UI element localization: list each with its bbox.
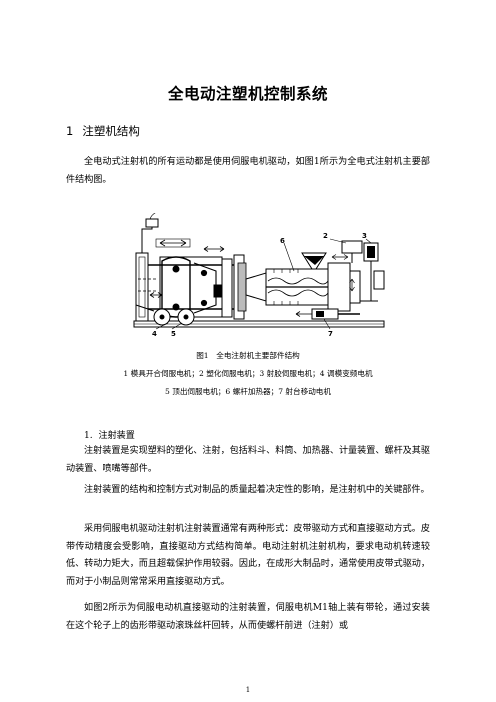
machine-structure-figure: 1 2 3 4 5 6 7 (133, 213, 385, 338)
section-title: 注塑机结构 (82, 124, 140, 138)
callout-4: 4 (152, 330, 157, 338)
callout-5: 5 (171, 330, 176, 338)
document-title: 全电动注塑机控制系统 (167, 85, 328, 103)
figure-legend-line-1: 1 模具开合伺服电机；2 塑化伺服电机；3 射胶伺服电机；4 调模变频电机 (123, 369, 373, 378)
toggle-frame (159, 256, 223, 318)
nozzle (245, 272, 267, 302)
callout-3: 3 (362, 232, 367, 240)
callout-6: 6 (280, 237, 285, 245)
subsection-title: 注射装置 (98, 431, 135, 441)
paragraph-2: 注射装置的结构和控制方式对制品的质量起着决定性的影响，是注射机中的关键部件。 (84, 485, 430, 495)
page-number: 1 (245, 686, 251, 694)
paragraph-1: 注射装置是实现塑料的塑化、注射，包括料斗、料筒、加热器、计量装置、螺杆及其驱动装… (66, 446, 430, 474)
callout-1: 1 (161, 213, 166, 214)
intro-paragraph: 全电动式注射机的所有运动都是使用伺服电机驱动，如图1所示为全电式注射机主要部件结… (66, 157, 430, 185)
callout-7: 7 (328, 330, 333, 338)
clamp-motor (145, 218, 159, 228)
figure-caption: 图1 全电注射机主要部件结构 (196, 351, 300, 360)
carriage-motor (311, 308, 339, 320)
mold (237, 262, 247, 312)
moving-plate (221, 258, 233, 318)
figure-legend-line-2: 5 顶出伺服电机；6 螺杆加热器；7 射台移动电机 (164, 387, 331, 396)
subsection-heading: 1. 注射装置 (84, 427, 135, 441)
injection-housing (327, 262, 351, 312)
callout-2: 2 (323, 232, 328, 240)
rear-plate (135, 252, 149, 322)
paragraph-4: 如图2所示为伺服电动机直接驱动的注射装置，伺服电机M1轴上装有带轮，通过安装在这… (66, 603, 430, 631)
section-number: 1 (66, 124, 74, 138)
ejector-block (213, 284, 223, 298)
paragraph-3: 采用伺服电机驱动注射机注射装置通常有两种形式：皮带驱动方式和直接驱动方式。皮带传… (66, 524, 430, 587)
section-heading: 1 注塑机结构 (66, 123, 140, 139)
subsection-number: 1. (84, 431, 93, 441)
heater (273, 269, 299, 305)
